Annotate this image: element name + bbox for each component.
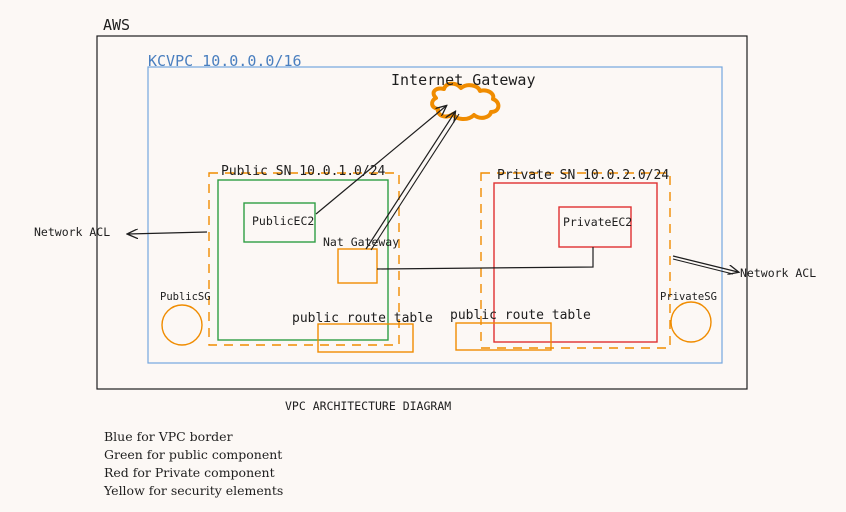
private-sg-label: PrivateSG (660, 291, 717, 303)
aws-boundary (96, 35, 748, 390)
arrow-nat-to-igw-second (370, 113, 460, 251)
network-acl-left-label: Network ACL (34, 225, 111, 239)
vpc-boundary (147, 66, 723, 364)
route-table-left-label: public route table (292, 311, 433, 326)
public-subnet-label: Public SN 10.0.1.0/24 (221, 164, 386, 179)
legend: Blue for VPC border Green for public com… (104, 428, 283, 500)
legend-item-security: Yellow for security elements (104, 483, 284, 498)
arrow-network-acl-left (128, 232, 208, 234)
diagram-caption: VPC ARCHITECTURE DIAGRAM (285, 399, 452, 413)
route-table-left-box (317, 323, 414, 353)
public-subnet-dashed-border (208, 172, 400, 346)
arrow-network-acl-right-second (672, 258, 734, 275)
route-table-right-box (455, 322, 552, 351)
public-subnet-box (217, 179, 389, 341)
legend-item-public: Green for public component (104, 447, 283, 462)
legend-item-vpc: Blue for VPC border (104, 429, 233, 444)
private-ec2-label: PrivateEC2 (563, 215, 633, 229)
arrow-public-ec2-to-igw (315, 106, 446, 215)
public-ec2-label: PublicEC2 (252, 214, 315, 228)
internet-gateway-label: Internet Gateway (391, 71, 536, 89)
arrow-nat-to-igw (365, 112, 455, 250)
vpc-label: KCVPC 10.0.0.0/16 (148, 52, 302, 70)
nat-gateway-label: Nat Gateway (323, 235, 400, 249)
public-ec2-box (243, 202, 316, 243)
connector-private-ec2-to-nat (376, 247, 594, 270)
nat-gateway-box (337, 248, 378, 284)
public-sg-icon (161, 304, 203, 346)
network-acl-right-label: Network ACL (740, 266, 817, 280)
private-subnet-label: Private SN 10.0.2.0/24 (497, 168, 670, 183)
public-sg-label: PublicSG (160, 291, 211, 303)
private-sg-icon (670, 301, 712, 343)
legend-item-private: Red for Private component (104, 465, 275, 480)
private-subnet-box (493, 182, 658, 343)
private-subnet-dashed-border (480, 172, 671, 349)
arrow-network-acl-right (672, 255, 738, 272)
aws-label: AWS (103, 16, 131, 34)
route-table-right-label: public route table (450, 308, 591, 323)
private-ec2-box (558, 206, 632, 248)
